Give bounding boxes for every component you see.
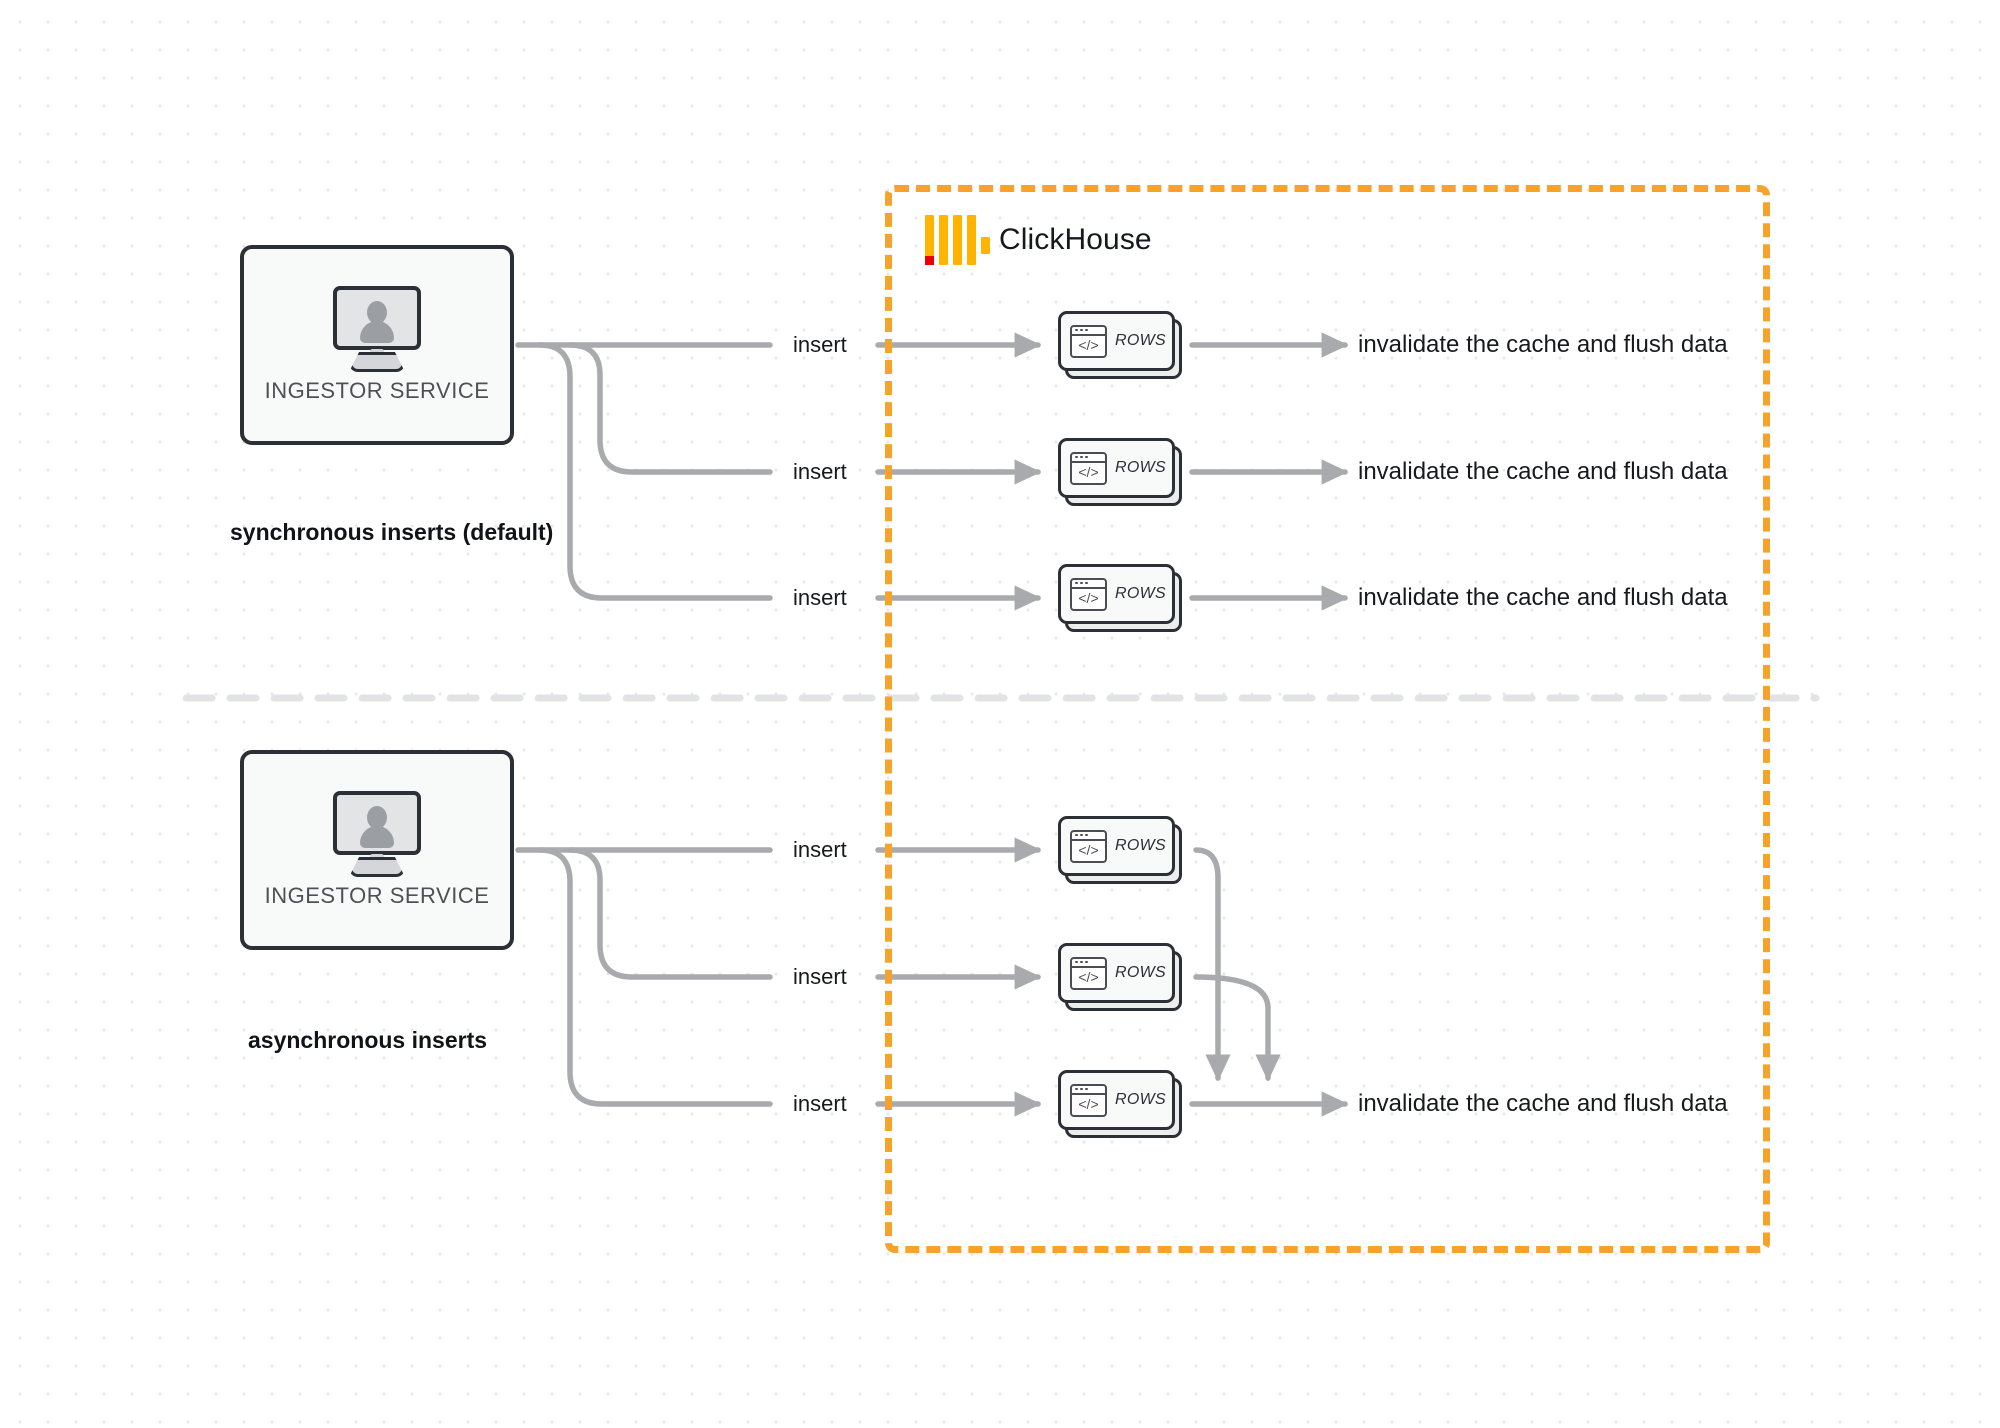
rows-card-label: ROWS [1115, 964, 1166, 981]
insert-label-async-2: insert [793, 964, 847, 989]
code-window-icon: </> [1070, 956, 1107, 990]
rows-card-async-2[interactable]: </> ROWS [1058, 943, 1182, 1011]
clickhouse-boundary [885, 185, 1770, 1253]
sync-branch-2 [567, 342, 773, 475]
code-window-icon: </> [1070, 829, 1107, 863]
insert-label-sync-1: insert [793, 332, 847, 357]
clickhouse-logo [925, 215, 990, 265]
code-window-icon: </> [1070, 1083, 1107, 1117]
rows-card-label: ROWS [1115, 1091, 1166, 1108]
monitor-user-icon [329, 286, 425, 372]
rows-card-label: ROWS [1115, 837, 1166, 854]
async-branch-2 [567, 847, 773, 980]
rows-card-label: ROWS [1115, 332, 1166, 349]
clickhouse-label: ClickHouse [999, 223, 1152, 256]
rows-card-sync-1[interactable]: </> ROWS [1058, 311, 1182, 379]
rows-card-sync-3[interactable]: </> ROWS [1058, 564, 1182, 632]
ingestor-service-sync[interactable]: INGESTOR SERVICE [240, 245, 514, 445]
flush-label-sync-2: invalidate the cache and flush data [1358, 458, 1728, 485]
rows-card-sync-2[interactable]: </> ROWS [1058, 438, 1182, 506]
code-window-icon: </> [1070, 577, 1107, 611]
ingestor-service-async[interactable]: INGESTOR SERVICE [240, 750, 514, 950]
monitor-user-icon [329, 791, 425, 877]
async-branch-3 [537, 847, 773, 1107]
rows-card-async-3[interactable]: </> ROWS [1058, 1070, 1182, 1138]
insert-label-async-3: insert [793, 1091, 847, 1116]
mode-label-asynchronous: asynchronous inserts [248, 1027, 488, 1053]
ingestor-service-label-sync: INGESTOR SERVICE [264, 378, 490, 403]
rows-card-label: ROWS [1115, 585, 1166, 602]
flush-label-sync-3: invalidate the cache and flush data [1358, 584, 1728, 611]
insert-label-async-1: insert [793, 837, 847, 862]
rows-card-label: ROWS [1115, 459, 1166, 476]
insert-label-sync-2: insert [793, 459, 847, 484]
code-window-icon: </> [1070, 451, 1107, 485]
code-window-icon: </> [1070, 324, 1107, 358]
rows-card-async-1[interactable]: </> ROWS [1058, 816, 1182, 884]
flush-label-async-merged: invalidate the cache and flush data [1358, 1090, 1728, 1117]
mode-label-synchronous: synchronous inserts (default) [230, 519, 554, 545]
ingestor-service-label-async: INGESTOR SERVICE [264, 883, 490, 908]
sync-branch-3 [537, 342, 773, 601]
insert-label-sync-3: insert [793, 585, 847, 610]
flush-label-sync-1: invalidate the cache and flush data [1358, 331, 1728, 358]
clickhouse-brand: ClickHouse [925, 215, 1152, 265]
